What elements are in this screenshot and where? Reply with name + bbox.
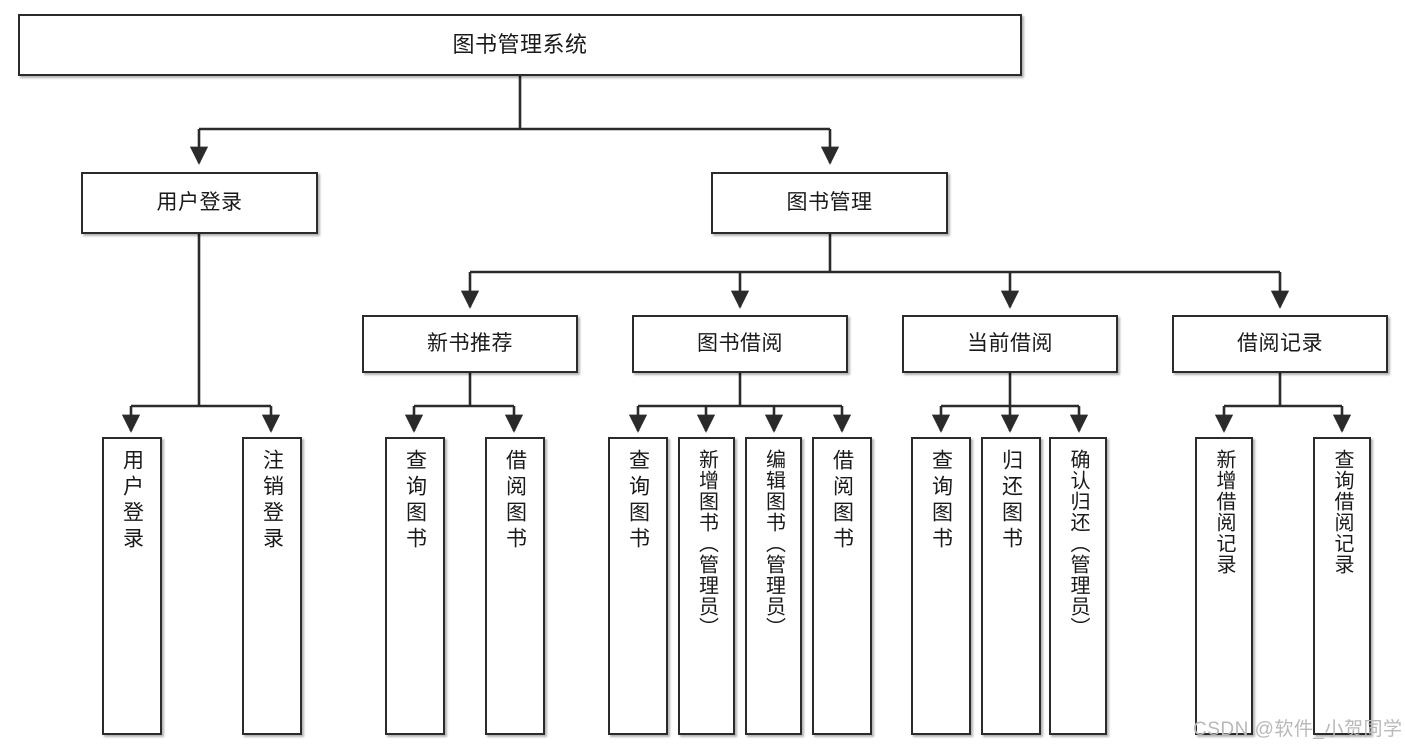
leaf-user-login[interactable]: 用户登录 <box>102 437 162 735</box>
leaf-newbook-search-book-label: 查询图书 <box>403 449 427 553</box>
leaf-borrow-search-book[interactable]: 查询图书 <box>608 437 668 735</box>
leaf-user-login-label: 用户登录 <box>120 449 144 553</box>
leaf-current-search-book-label: 查询图书 <box>929 449 953 553</box>
node-book-borrow-label: 图书借阅 <box>697 332 783 356</box>
leaf-user-logout-label: 注销登录 <box>260 449 284 553</box>
leaf-record-add-record[interactable]: 新增借阅记录 <box>1195 437 1253 735</box>
leaf-record-search-record-label: 查询借阅记录 <box>1331 449 1353 575</box>
node-root-label: 图书管理系统 <box>452 31 588 57</box>
node-book-borrow[interactable]: 图书借阅 <box>632 315 848 373</box>
leaf-borrow-edit-book-admin-label: 编辑图书（管理员） <box>762 449 785 638</box>
node-new-book-recommend-label: 新书推荐 <box>427 332 513 356</box>
csdn-watermark-text: CSDN @软件_小贺同学 <box>1193 719 1403 740</box>
node-borrow-record[interactable]: 借阅记录 <box>1172 315 1388 373</box>
leaf-current-return-book[interactable]: 归还图书 <box>981 437 1041 735</box>
leaf-record-add-record-label: 新增借阅记录 <box>1213 449 1235 575</box>
node-book-management[interactable]: 图书管理 <box>711 172 948 234</box>
leaf-current-confirm-return-admin-label: 确认归还（管理员） <box>1067 449 1089 638</box>
node-current-borrow-label: 当前借阅 <box>967 332 1053 356</box>
leaf-borrow-edit-book-admin[interactable]: 编辑图书（管理员） <box>745 437 802 735</box>
node-root[interactable]: 图书管理系统 <box>18 14 1022 76</box>
leaf-newbook-borrow-book-label: 借阅图书 <box>503 449 527 553</box>
leaf-newbook-search-book[interactable]: 查询图书 <box>385 437 445 735</box>
node-book-management-label: 图书管理 <box>786 191 873 215</box>
leaf-borrow-borrow-book-label: 借阅图书 <box>830 449 854 553</box>
leaf-borrow-add-book-admin[interactable]: 新增图书（管理员） <box>678 437 735 735</box>
leaf-record-search-record[interactable]: 查询借阅记录 <box>1313 437 1371 735</box>
leaf-borrow-search-book-label: 查询图书 <box>626 449 650 553</box>
node-user-login-label: 用户登录 <box>156 191 243 215</box>
node-new-book-recommend[interactable]: 新书推荐 <box>362 315 578 373</box>
leaf-newbook-borrow-book[interactable]: 借阅图书 <box>485 437 545 735</box>
leaf-current-confirm-return-admin[interactable]: 确认归还（管理员） <box>1049 437 1107 735</box>
leaf-borrow-add-book-admin-label: 新增图书（管理员） <box>695 449 718 638</box>
leaf-borrow-borrow-book[interactable]: 借阅图书 <box>812 437 872 735</box>
node-user-login[interactable]: 用户登录 <box>81 172 318 234</box>
leaf-current-search-book[interactable]: 查询图书 <box>911 437 971 735</box>
node-borrow-record-label: 借阅记录 <box>1237 332 1323 356</box>
node-current-borrow[interactable]: 当前借阅 <box>902 315 1118 373</box>
csdn-watermark: CSDN @软件_小贺同学 <box>1193 714 1402 741</box>
leaf-user-logout[interactable]: 注销登录 <box>242 437 302 735</box>
leaf-current-return-book-label: 归还图书 <box>999 449 1023 553</box>
